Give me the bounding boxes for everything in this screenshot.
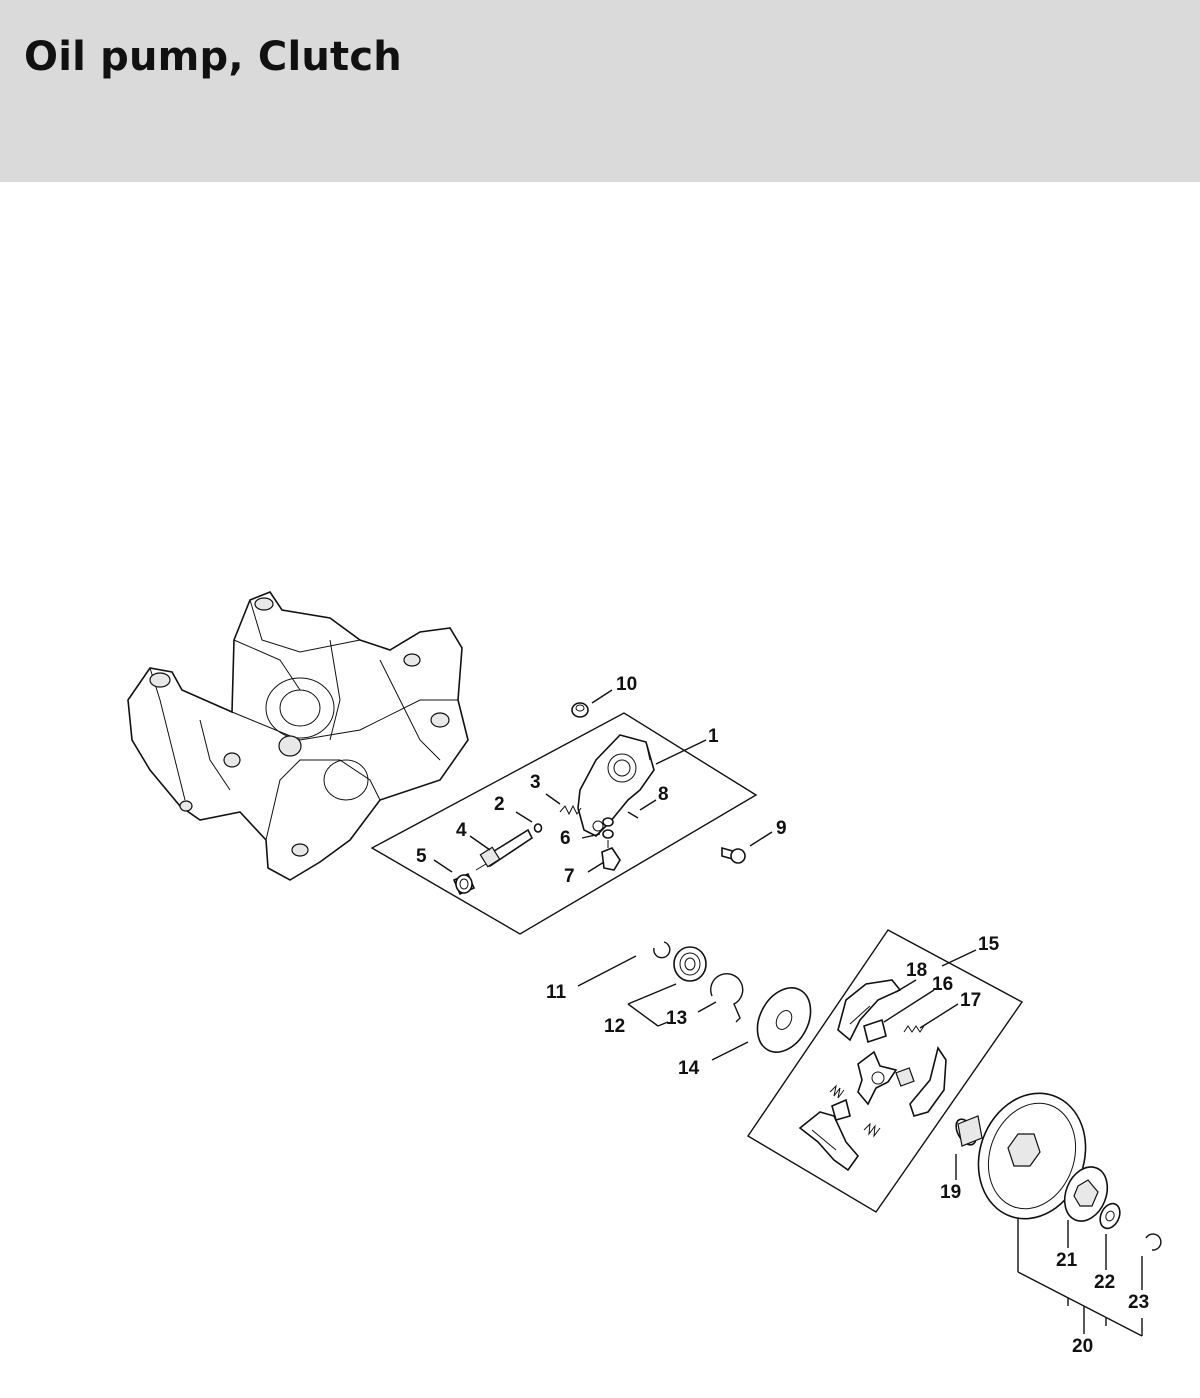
- callout-9: 9: [776, 818, 787, 839]
- part-9-screw-drawing: [721, 846, 746, 864]
- callout-6: 6: [560, 828, 571, 849]
- callout-18: 18: [906, 960, 927, 981]
- callout-23: 23: [1128, 1292, 1149, 1313]
- callout-17: 17: [960, 990, 981, 1011]
- part-10-drawing: [571, 702, 589, 718]
- part-13-spring-drawing: [710, 973, 744, 1023]
- part-20-clutch-drum-drawing: [977, 1092, 1087, 1220]
- part-2-oring-drawing: [533, 823, 543, 833]
- part-20-bracket: [1017, 1218, 1143, 1337]
- callout-3: 3: [530, 772, 541, 793]
- page-header: Oil pump, Clutch: [0, 0, 1200, 182]
- crankcase-drawing: [127, 591, 469, 881]
- callout-19: 19: [940, 1182, 961, 1203]
- part-6-washers-drawing: [602, 817, 614, 839]
- callout-1: 1: [708, 726, 719, 747]
- clutch-shoes-drawing: [798, 979, 947, 1172]
- callout-14: 14: [678, 1058, 700, 1079]
- part-21-sprocket-drawing: [1063, 1166, 1109, 1222]
- callout-15: 15: [978, 934, 1000, 955]
- callout-11: 11: [546, 982, 567, 1003]
- part-1-oil-pump-drawing: [577, 734, 655, 837]
- callout-13: 13: [666, 1008, 687, 1029]
- part-19-needle-cage-drawing: [955, 1115, 983, 1147]
- page-title: Oil pump, Clutch: [24, 34, 402, 80]
- callout-8: 8: [658, 784, 669, 805]
- callout-20: 20: [1072, 1336, 1093, 1357]
- callout-10: 10: [616, 674, 637, 695]
- part-8-pin-drawing: [627, 811, 639, 819]
- oil-pump-group-box: [370, 712, 758, 935]
- callout-5: 5: [416, 846, 427, 867]
- part-14-washer-drawing: [756, 987, 812, 1053]
- part-22-washer-drawing: [1099, 1202, 1121, 1230]
- part-4-worm-drawing: [475, 828, 534, 871]
- part-11-circlip-drawing: [653, 941, 671, 959]
- callout-21: 21: [1056, 1250, 1078, 1271]
- part-5-sleeve-drawing: [452, 872, 476, 896]
- callout-7: 7: [564, 866, 575, 887]
- part-23-eclip-drawing: [1145, 1233, 1162, 1251]
- callout-12: 12: [604, 1016, 625, 1037]
- part-7-drawing: [601, 840, 621, 871]
- callout-2: 2: [494, 794, 505, 815]
- callout-4: 4: [456, 820, 467, 841]
- part-3-spring-drawing: [559, 804, 582, 816]
- clutch-group-box: [747, 929, 1024, 1213]
- part-12-drive-drawing: [673, 946, 707, 982]
- callout-22: 22: [1094, 1272, 1115, 1293]
- callout-16: 16: [932, 974, 953, 995]
